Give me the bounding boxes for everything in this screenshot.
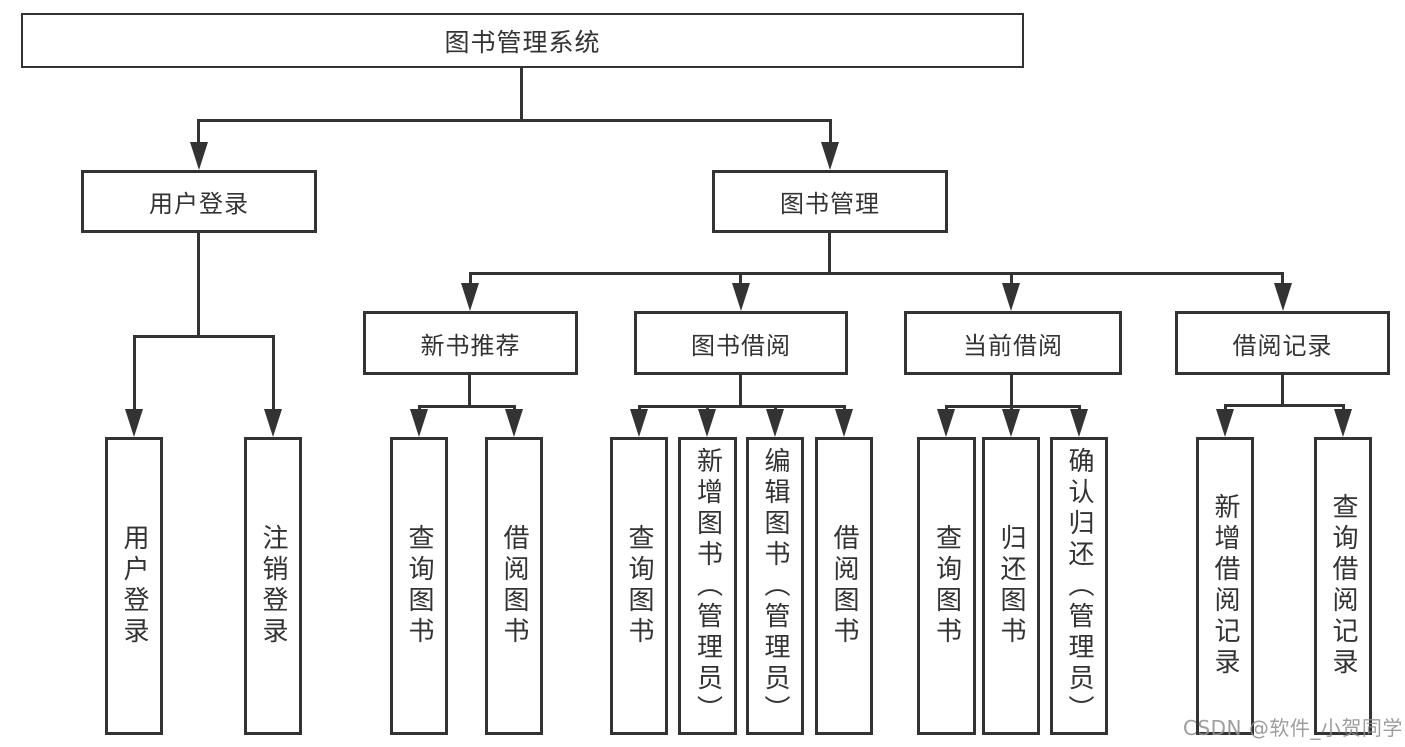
arrow-down-icon [732,283,750,311]
leaf-label: 编辑图书（管理员） [760,446,790,726]
arrow-down-icon [125,409,143,437]
arrow-down-icon [1070,409,1088,437]
arrow-down-icon [766,409,784,437]
node-book-mgmt: 图书管理 [712,170,948,233]
connector-recommend-vline [468,373,471,407]
leaf-query-books-current: 查询图书 [917,437,976,735]
arrow-down-icon [821,142,839,170]
arrow-shaft-leaf-login [133,335,136,411]
arrow-shaft-book-mgmt [829,119,832,147]
leaf-logout: 注销登录 [244,437,302,735]
leaf-query-books-recommend: 查询图书 [390,437,448,735]
arrow-down-icon [937,409,955,437]
arrow-down-icon [1274,283,1292,311]
arrow-shaft-borrow [739,272,742,285]
leaf-query-borrow-record: 查询借阅记录 [1314,437,1372,735]
connector-current-vline [1010,373,1013,407]
leaf-label: 注销登录 [258,524,288,648]
leaf-label: 查询图书 [931,524,962,648]
connector-book-mgmt-vline [828,231,831,275]
arrow-shaft-current [1010,272,1013,285]
leaf-edit-book-admin: 编辑图书（管理员） [746,437,804,735]
connector-user-login-vline [197,231,200,337]
arrow-down-icon [698,409,716,437]
arrow-down-icon [190,142,208,170]
leaf-label: 归还图书 [996,524,1026,648]
connector-borrow-bus [638,405,846,408]
node-new-book-recommend: 新书推荐 [363,311,578,375]
leaf-label: 查询借阅记录 [1328,493,1358,679]
arrow-down-icon [410,409,428,437]
arrow-shaft-recommend [469,272,472,285]
arrow-down-icon [1002,409,1020,437]
leaf-add-borrow-record: 新增借阅记录 [1196,437,1254,735]
leaf-confirm-return-admin: 确认归还（管理员） [1050,437,1108,735]
leaf-label: 确认归还（管理员） [1064,446,1094,726]
leaf-label: 查询图书 [624,524,654,648]
arrow-down-icon [461,283,479,311]
connector-root-vline [520,66,523,121]
connector-records-vline [1281,373,1284,406]
arrow-shaft-leaf-logout [272,335,275,411]
leaf-borrow-books-borrow: 借阅图书 [815,437,873,735]
node-current-borrow: 当前借阅 [904,311,1122,375]
connector-borrow-vline [739,373,742,407]
arrow-down-icon [505,409,523,437]
arrow-shaft-records [1281,272,1284,285]
arrow-down-icon [630,409,648,437]
leaf-label: 借阅图书 [499,524,529,648]
connector-records-bus [1224,404,1345,407]
leaf-add-book-admin: 新增图书（管理员） [678,437,737,735]
connector-root-bus [198,119,832,122]
leaf-label: 借阅图书 [829,524,859,648]
node-book-borrow: 图书借阅 [634,311,848,375]
connector-current-bus [945,405,1081,408]
arrow-down-icon [835,409,853,437]
arrow-shaft [1224,404,1227,413]
arrow-shaft-user-login [197,119,200,147]
node-borrow-records: 借阅记录 [1175,311,1390,375]
leaf-borrow-books-recommend: 借阅图书 [485,437,543,735]
leaf-query-books-borrow: 查询图书 [610,437,668,735]
arrow-down-icon [1334,409,1352,437]
connector-user-login-bus [133,335,275,338]
node-root: 图书管理系统 [21,13,1024,68]
leaf-label: 新增图书（管理员） [692,446,723,726]
leaf-user-login: 用户登录 [105,437,163,735]
arrow-down-icon [264,409,282,437]
arrow-shaft [1342,404,1345,413]
leaf-label: 用户登录 [119,524,149,648]
leaf-label: 查询图书 [404,524,434,648]
arrow-down-icon [1002,283,1020,311]
connector-recommend-bus [418,405,516,408]
leaf-label: 新增借阅记录 [1210,493,1240,679]
leaf-return-book: 归还图书 [982,437,1040,735]
arrow-down-icon [1216,409,1234,437]
connector-book-mgmt-bus [469,272,1284,275]
watermark: CSDN @软件_小贺同学 [1183,716,1403,740]
node-user-login: 用户登录 [81,170,317,233]
